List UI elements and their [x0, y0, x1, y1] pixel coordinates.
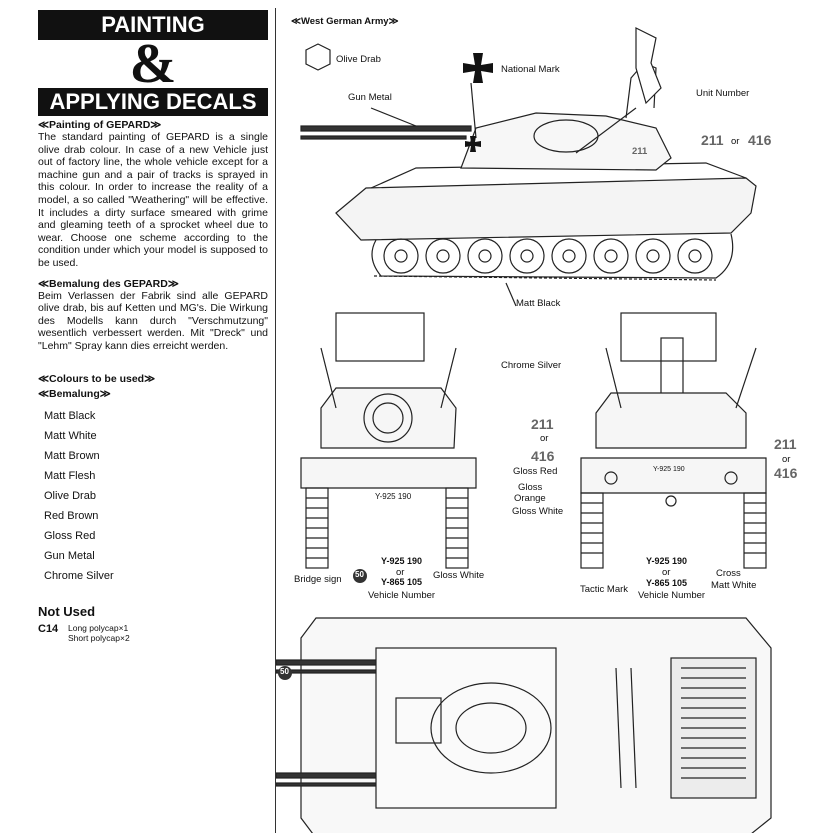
national-mark-icon — [463, 53, 493, 83]
rear-vehicle-plate-a: Y-925 190 — [646, 556, 688, 566]
bridge-sign-label: Bridge sign — [294, 574, 342, 585]
unit-number-211: 211 — [701, 132, 724, 148]
road-wheels — [383, 238, 713, 274]
part-code: C14 — [38, 622, 59, 635]
colour-item: Matt White — [44, 429, 97, 442]
rear-right-unit-or: or — [782, 454, 791, 465]
side-view — [300, 27, 757, 307]
turret-cross-icon — [465, 136, 481, 152]
gloss-white-front-label: Gloss White — [433, 570, 485, 581]
gloss-red-label: Gloss Red — [513, 466, 558, 477]
colour-item: Matt Black — [44, 409, 96, 422]
colour-item: Olive Drab — [44, 489, 96, 502]
painting-en-text: The standard painting of GEPARD is a sin… — [38, 131, 268, 269]
colour-item: Gloss Red — [44, 529, 96, 542]
colour-item: Matt Brown — [44, 449, 100, 462]
colour-item: Matt Flesh — [44, 469, 96, 482]
not-used-parts: C14 Long polycap×1 Short polycap×2 — [38, 623, 268, 643]
colours-title-de: ≪Bemalung≫ — [38, 387, 111, 400]
cross-label: Cross — [716, 568, 741, 579]
vehicle-plate-b: Y-865 105 — [381, 577, 423, 587]
colours-title-en: ≪Colours to be used≫ — [38, 372, 156, 385]
rear-unit-211: 211 — [531, 416, 554, 432]
colours-section: ≪Colours to be used≫ ≪Bemalung≫ Matt Bla… — [38, 373, 268, 586]
rear-unit-416: 416 — [531, 448, 555, 464]
matt-black-label: Matt Black — [516, 298, 561, 309]
diagram-panel: ≪West German Army≫ Olive Drab National M… — [275, 8, 806, 833]
top-bridge-sign-icon — [278, 666, 292, 680]
rear-unit-or: or — [540, 433, 549, 444]
rear-vehicle-plate-or: or — [662, 567, 671, 578]
rear-right-unit-416: 416 — [774, 465, 798, 481]
banner-painting: PAINTING — [38, 10, 268, 40]
gun-metal-label: Gun Metal — [348, 92, 392, 103]
vehicle-plate-or: or — [396, 567, 405, 578]
vehicle-number-label: Vehicle Number — [368, 590, 436, 601]
olive-drab-label: Olive Drab — [336, 54, 381, 65]
gloss-orange-label-1: Gloss — [518, 482, 543, 493]
bridge-sign-icon — [353, 569, 367, 583]
rear-vehicle-number-label: Vehicle Number — [638, 590, 706, 601]
left-column: PAINTING & APPLYING DECALS ≪Painting of … — [38, 10, 268, 643]
painting-en-title: ≪Painting of GEPARD≫ — [38, 119, 162, 131]
front-bridge-number: 50 — [355, 570, 364, 579]
banner-applying-decals: APPLYING DECALS — [38, 88, 268, 116]
top-view — [276, 617, 772, 833]
unit-number-or: or — [731, 136, 740, 147]
gloss-orange-label-2: Orange — [514, 493, 546, 504]
turret-unit-number: 211 — [632, 146, 648, 157]
army-title: ≪West German Army≫ — [291, 16, 399, 27]
painting-de-title: ≪Bemalung des GEPARD≫ — [38, 277, 179, 290]
unit-number-416: 416 — [748, 132, 772, 148]
top-bridge-number: 50 — [280, 667, 289, 676]
rear-plate: Y-925 190 — [653, 466, 685, 473]
tactic-mark-label: Tactic Mark — [580, 584, 629, 595]
vehicle-drawings — [276, 27, 772, 833]
front-plate: Y-925 190 — [375, 492, 412, 501]
rear-view — [580, 312, 767, 569]
colour-item: Chrome Silver — [44, 569, 114, 582]
national-mark-label: National Mark — [501, 64, 560, 75]
vehicle-plate-a: Y-925 190 — [381, 556, 423, 566]
chrome-silver-label: Chrome Silver — [501, 360, 562, 371]
not-used-title: Not Used — [38, 603, 96, 619]
unit-number-label: Unit Number — [696, 88, 750, 99]
matt-white-label: Matt White — [711, 580, 757, 591]
part-line-2: Short polycap×2 — [68, 632, 130, 643]
banner-ampersand: & — [38, 36, 268, 92]
olive-drab-swatch-icon — [305, 43, 331, 71]
rear-vehicle-plate-b: Y-865 105 — [646, 578, 688, 588]
gloss-white-rear-label: Gloss White — [512, 506, 564, 517]
colour-item: Red Brown — [44, 509, 99, 522]
painting-de-text: Beim Verlassen der Fabrik sind alle GEPA… — [38, 289, 268, 352]
rear-right-unit-211: 211 — [774, 436, 797, 452]
front-view — [300, 312, 477, 569]
part-line-1: Long polycap×1 — [68, 622, 129, 633]
colour-item: Gun Metal — [44, 549, 95, 562]
